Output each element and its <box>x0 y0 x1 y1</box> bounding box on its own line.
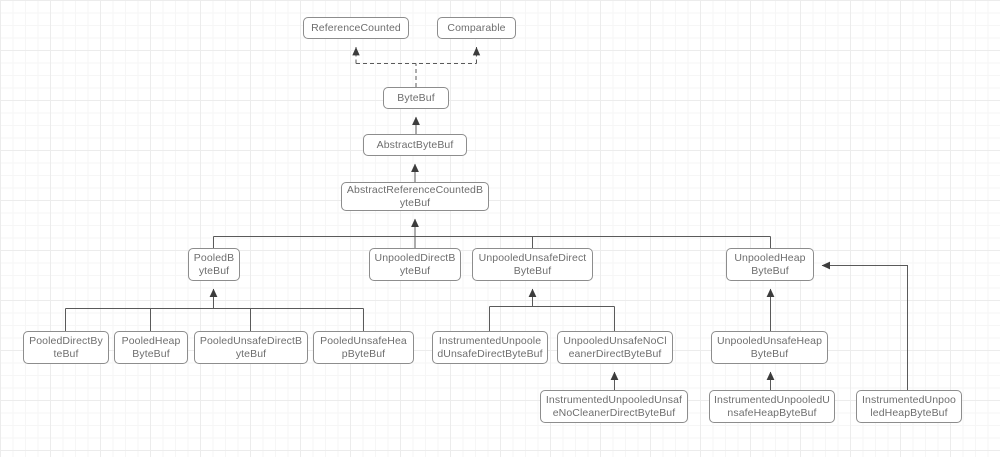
edge-instr-unpooledheap-routed <box>821 261 908 390</box>
class-label: UnpooledHeapByteBuf <box>734 251 806 277</box>
class-label: PooledUnsafeDirectByteBuf <box>199 334 303 360</box>
class-label: UnpooledDirectByteBuf <box>374 251 456 277</box>
class-node-referencecounted[interactable]: ReferenceCounted <box>303 17 409 39</box>
class-node-abstractreferencecountedbytebuf[interactable]: AbstractReferenceCountedByteBuf <box>341 182 489 211</box>
class-node-abstractbytebuf[interactable]: AbstractByteBuf <box>363 134 467 156</box>
class-label: ByteBuf <box>397 91 435 104</box>
class-label: PooledDirectByteBuf <box>29 334 103 360</box>
class-node-unpooledunsafenocleanerdirectbytebuf[interactable]: UnpooledUnsafeNoCleanerDirectByteBuf <box>557 331 673 364</box>
class-node-instrumentedunpooledheapbytebuf[interactable]: InstrumentedUnpooledHeapByteBuf <box>856 390 962 423</box>
class-node-pooledbytebuf[interactable]: PooledByteBuf <box>188 248 240 281</box>
class-node-instrumentedunpooledunsafedirectbytebuf[interactable]: InstrumentedUnpooledUnsafeDirectByteBuf <box>432 331 548 364</box>
class-node-unpooleddirectbytebuf[interactable]: UnpooledDirectByteBuf <box>369 248 461 281</box>
class-node-instrumentedunpooledunsafeheapbytebuf[interactable]: InstrumentedUnpooledUnsafeHeapByteBuf <box>709 390 835 423</box>
class-node-unpooledheapbytebuf[interactable]: UnpooledHeapByteBuf <box>726 248 814 281</box>
class-label: Comparable <box>447 21 506 34</box>
edge-pooled-children-bus <box>65 288 364 331</box>
edge-unpooled-unsafe-direct-children-bus <box>489 288 615 331</box>
class-label: PooledUnsafeHeapByteBuf <box>320 334 407 360</box>
edge-bytebuf-realizations <box>352 47 481 87</box>
class-label: UnpooledUnsafeHeapByteBuf <box>716 334 823 360</box>
class-node-pooledheapbytebuf[interactable]: PooledHeapByteBuf <box>114 331 188 364</box>
class-label: ReferenceCounted <box>311 21 401 34</box>
class-label: UnpooledUnsafeDirectByteBuf <box>478 251 587 277</box>
class-node-pooleddirectbytebuf[interactable]: PooledDirectByteBuf <box>23 331 109 364</box>
class-label: UnpooledUnsafeNoCleanerDirectByteBuf <box>563 334 667 360</box>
class-label: InstrumentedUnpooledUnsafeDirectByteBuf <box>437 334 543 360</box>
class-label: InstrumentedUnpooledUnsafeHeapByteBuf <box>714 393 830 419</box>
class-node-unpooledunsafedirectbytebuf[interactable]: UnpooledUnsafeDirectByteBuf <box>472 248 593 281</box>
class-label: InstrumentedUnpooledUnsafeNoCleanerDirec… <box>545 393 683 419</box>
class-node-bytebuf[interactable]: ByteBuf <box>383 87 449 109</box>
class-node-instrumentedunpooledunsafenocleanerdirectbytebuf[interactable]: InstrumentedUnpooledUnsafeNoCleanerDirec… <box>540 390 688 423</box>
class-node-pooledunsafeheapbytebuf[interactable]: PooledUnsafeHeapByteBuf <box>313 331 414 364</box>
edge-level3-bus <box>213 218 771 248</box>
class-node-unpooledunsafeheapbytebuf[interactable]: UnpooledUnsafeHeapByteBuf <box>711 331 828 364</box>
class-node-comparable[interactable]: Comparable <box>437 17 516 39</box>
class-label: AbstractByteBuf <box>376 138 454 151</box>
class-node-pooledunsafedirectbytebuf[interactable]: PooledUnsafeDirectByteBuf <box>194 331 308 364</box>
class-label: AbstractReferenceCountedByteBuf <box>346 183 484 209</box>
class-label: PooledHeapByteBuf <box>121 334 181 360</box>
class-label: InstrumentedUnpooledHeapByteBuf <box>862 393 956 419</box>
class-label: PooledByteBuf <box>193 251 235 277</box>
